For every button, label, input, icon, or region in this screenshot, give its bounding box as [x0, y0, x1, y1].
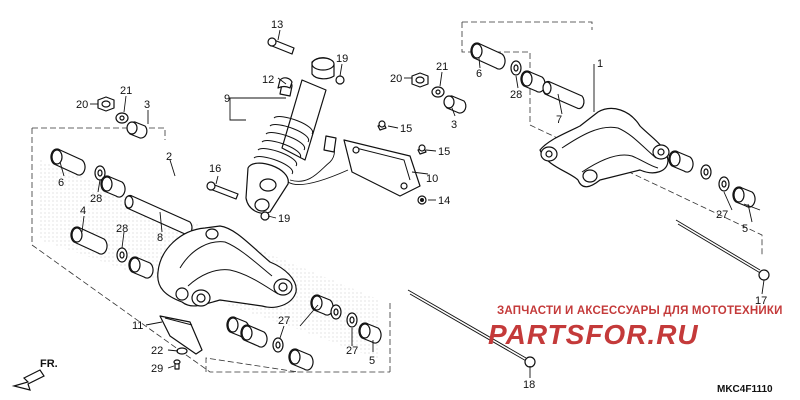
screw-29	[173, 359, 181, 370]
callout-28-left-mid: 28	[116, 223, 128, 235]
callout-20-right: 20	[390, 73, 402, 85]
bolt-13	[267, 37, 295, 55]
callout-6-left: 6	[58, 177, 64, 189]
callout-27-lower-right: 27	[346, 345, 358, 357]
callout-14: 14	[438, 195, 450, 207]
bolt-15-a	[377, 120, 387, 131]
leader-lines	[59, 29, 765, 378]
callout-1: 1	[597, 58, 603, 70]
bearing-28-left-top	[94, 165, 106, 181]
collar-3-right	[443, 95, 467, 114]
cover-plate-11	[159, 315, 203, 355]
callout-15-b: 15	[438, 146, 450, 158]
diagram-code: MKC4F1110	[717, 384, 773, 395]
bracket-10	[343, 139, 421, 197]
right-link-assembly	[470, 42, 756, 208]
direction-label: FR.	[40, 358, 58, 370]
collar-6-right	[470, 42, 506, 70]
callout-8: 8	[157, 232, 163, 244]
bushing-right-a	[668, 150, 694, 173]
callout-4: 4	[80, 205, 86, 217]
callout-29: 29	[151, 363, 163, 375]
nut-20-left	[97, 96, 115, 112]
callout-10: 10	[426, 173, 438, 185]
callout-28-left-top: 28	[90, 193, 102, 205]
lower-frame-segment	[205, 357, 299, 373]
washer-21-right	[431, 86, 445, 98]
lower-bushings	[226, 294, 382, 371]
pipe-7	[542, 80, 585, 110]
callout-13: 13	[271, 19, 283, 31]
link-body-1	[539, 107, 670, 188]
ring-right-b	[718, 176, 730, 192]
callout-19-upper: 19	[336, 53, 348, 65]
callout-5-lower: 5	[369, 355, 375, 367]
callout-22: 22	[151, 345, 163, 357]
callout-16: 16	[209, 163, 221, 175]
callout-3-right: 3	[451, 119, 457, 131]
callout-6-right: 6	[476, 68, 482, 80]
link-body-2	[157, 225, 297, 308]
callout-15-a: 15	[400, 123, 412, 135]
callout-numbers: 1 2 3 3 4 5 5 6 6 7 8 9 10 11 12 13 14 1…	[58, 19, 767, 391]
washer-21-left	[115, 112, 129, 124]
watermark-brand: PARTSFOR.RU	[488, 319, 699, 350]
bolt-14	[417, 195, 427, 205]
bolt-16	[206, 181, 239, 200]
front-direction-indicator: FR.	[11, 358, 58, 391]
ring-right-a	[700, 164, 712, 180]
collar-4-left	[70, 226, 108, 255]
callout-21-right: 21	[436, 61, 448, 73]
callout-20-left: 20	[76, 99, 88, 111]
watermark: ЗАПЧАСТИ И АКСЕССУАРЫ ДЛЯ МОТОТЕХНИКИ PA…	[488, 305, 783, 350]
shock-absorber-9	[245, 57, 349, 214]
collar-6-left	[50, 148, 86, 176]
collar-3-left	[126, 121, 148, 139]
collar-5-right	[732, 186, 756, 208]
bushing-right-top	[520, 70, 546, 93]
bearing-28-right	[510, 60, 522, 76]
callout-27-right: 27	[716, 209, 728, 221]
bushing-left-mid	[128, 256, 154, 279]
clip-22	[176, 347, 188, 355]
callout-28-right: 28	[510, 89, 522, 101]
callout-12: 12	[262, 74, 274, 86]
left-link-assembly	[50, 148, 297, 370]
nut-19-lower	[260, 211, 270, 221]
bushing-left-top	[100, 175, 126, 198]
right-link-group-frame	[461, 21, 763, 255]
callout-5-right: 5	[742, 223, 748, 235]
arrow-icon	[11, 369, 45, 391]
nut-19-upper	[335, 75, 345, 85]
callout-21-left: 21	[120, 85, 132, 97]
callout-2: 2	[166, 151, 172, 163]
bearing-28-left-mid	[116, 247, 128, 263]
callout-3-left: 3	[144, 99, 150, 111]
callout-7: 7	[556, 114, 562, 126]
bolt-15-b	[417, 144, 427, 155]
watermark-tagline: ЗАПЧАСТИ И АКСЕССУАРЫ ДЛЯ МОТОТЕХНИКИ	[497, 305, 783, 317]
pivot-bolt-18	[407, 289, 536, 368]
nut-20-right	[411, 72, 429, 88]
callout-9: 9	[224, 93, 230, 105]
callout-19-lower: 19	[278, 213, 290, 225]
callout-11: 11	[132, 320, 143, 332]
pivot-bolt-17	[675, 219, 770, 281]
left-link-group-frame	[31, 127, 391, 373]
callout-18: 18	[523, 379, 535, 391]
callout-27-lower-left: 27	[278, 315, 290, 327]
callout-17: 17	[755, 295, 767, 307]
